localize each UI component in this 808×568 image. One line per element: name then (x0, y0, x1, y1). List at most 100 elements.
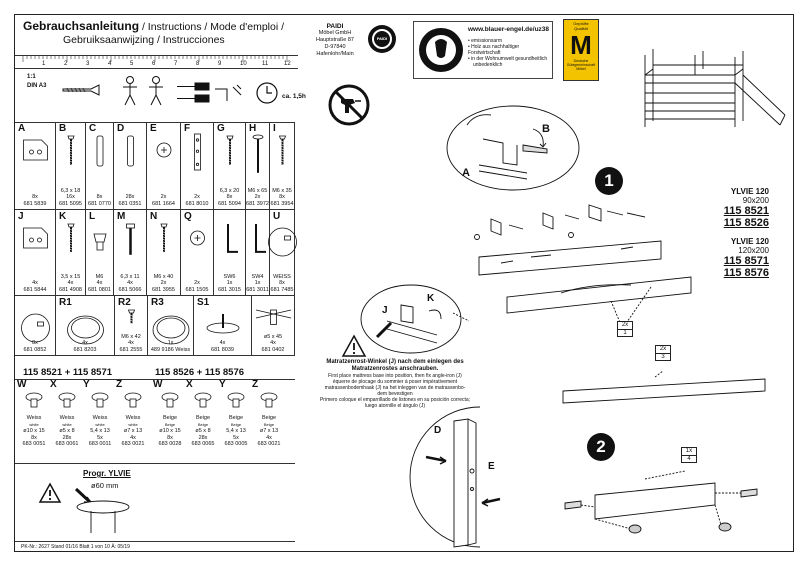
part-icon (156, 142, 172, 158)
part-icon (160, 223, 168, 254)
variant-left-title: 115 8521 + 115 8571 (23, 367, 113, 378)
screwdrivers-icon (177, 82, 242, 103)
post-cap-drawing (74, 487, 130, 533)
part-icon (190, 230, 205, 246)
part-letter: D (117, 123, 125, 134)
part-letter: N (150, 211, 158, 222)
ruler-label: 6 (152, 61, 156, 67)
cap-icon (161, 392, 179, 407)
screw-tool-icon (62, 84, 100, 96)
page-frame: Gebrauchsanleitung / Instructions / Mode… (14, 14, 794, 552)
page-subtitle: Gebruiksaanwijzing / Instrucciones (63, 34, 225, 46)
part-letter: G (217, 123, 225, 134)
model-1: YLVIE 120 90x200 115 8521 115 8526 (723, 187, 769, 229)
step-1-drawing (474, 204, 692, 326)
blue-angel-icon (419, 28, 463, 72)
step-1-badge: 1 (595, 167, 623, 195)
detail-J-label: J (382, 305, 388, 316)
part-letter: S1 (197, 297, 210, 308)
warning-triangle-icon (38, 482, 62, 503)
company-address: PAIDI Möbel GmbH Hauptstraße 87 D-97840 … (316, 23, 354, 57)
footer-info: PK-Nr.: 2627 Stand 01/16 Blatt 1 von 10 … (21, 544, 130, 550)
eco-points: • emissionsarm • Holz aus nachhaltiger F… (468, 38, 548, 68)
part-letter: R2 (118, 297, 131, 308)
detail-B-label: B (542, 123, 550, 135)
ruler-label: 4 (108, 61, 112, 67)
quality-badge: Geprüfte Qualität M Deutsche Gütegemeins… (563, 19, 599, 81)
cap-icon (25, 392, 43, 407)
part-icon (96, 135, 104, 167)
part-letter: M (117, 211, 126, 222)
ruler-label: 2 (64, 61, 68, 67)
part-icon (226, 135, 234, 166)
caution-note: Matratzenrost-Winkel (J) nach dem einleg… (319, 359, 471, 409)
ruler-label: 3 (86, 61, 90, 67)
ruler-label: 7 (174, 61, 178, 67)
ruler-label: 5 (130, 61, 134, 67)
cap-icon (194, 392, 212, 407)
detail-E-label: E (488, 461, 495, 472)
ruler-ticks (22, 56, 288, 62)
step-2-drawing (564, 470, 758, 534)
detail-A-label: A (462, 167, 470, 179)
cap-icon (260, 392, 278, 407)
part-letter: I (273, 123, 276, 134)
part-icon (93, 233, 107, 251)
no-drill-icon (328, 84, 370, 126)
part-icon (126, 223, 135, 255)
ruler-label: 10 (240, 61, 247, 67)
part-icon (278, 135, 287, 166)
part-letter: E (150, 123, 157, 134)
bed-with-slide-drawing (644, 49, 786, 127)
part-icon (194, 133, 201, 171)
clock-icon (256, 82, 278, 104)
part-icon (67, 315, 104, 345)
part-icon (23, 227, 48, 249)
caution-triangle-icon (341, 334, 367, 357)
model-2: YLVIE 120 120x200 115 8571 115 8576 (723, 237, 769, 279)
part-icon (127, 135, 134, 167)
page-title: Gebrauchsanleitung / Instructions / Mode… (23, 19, 285, 33)
part-icon (206, 314, 240, 334)
